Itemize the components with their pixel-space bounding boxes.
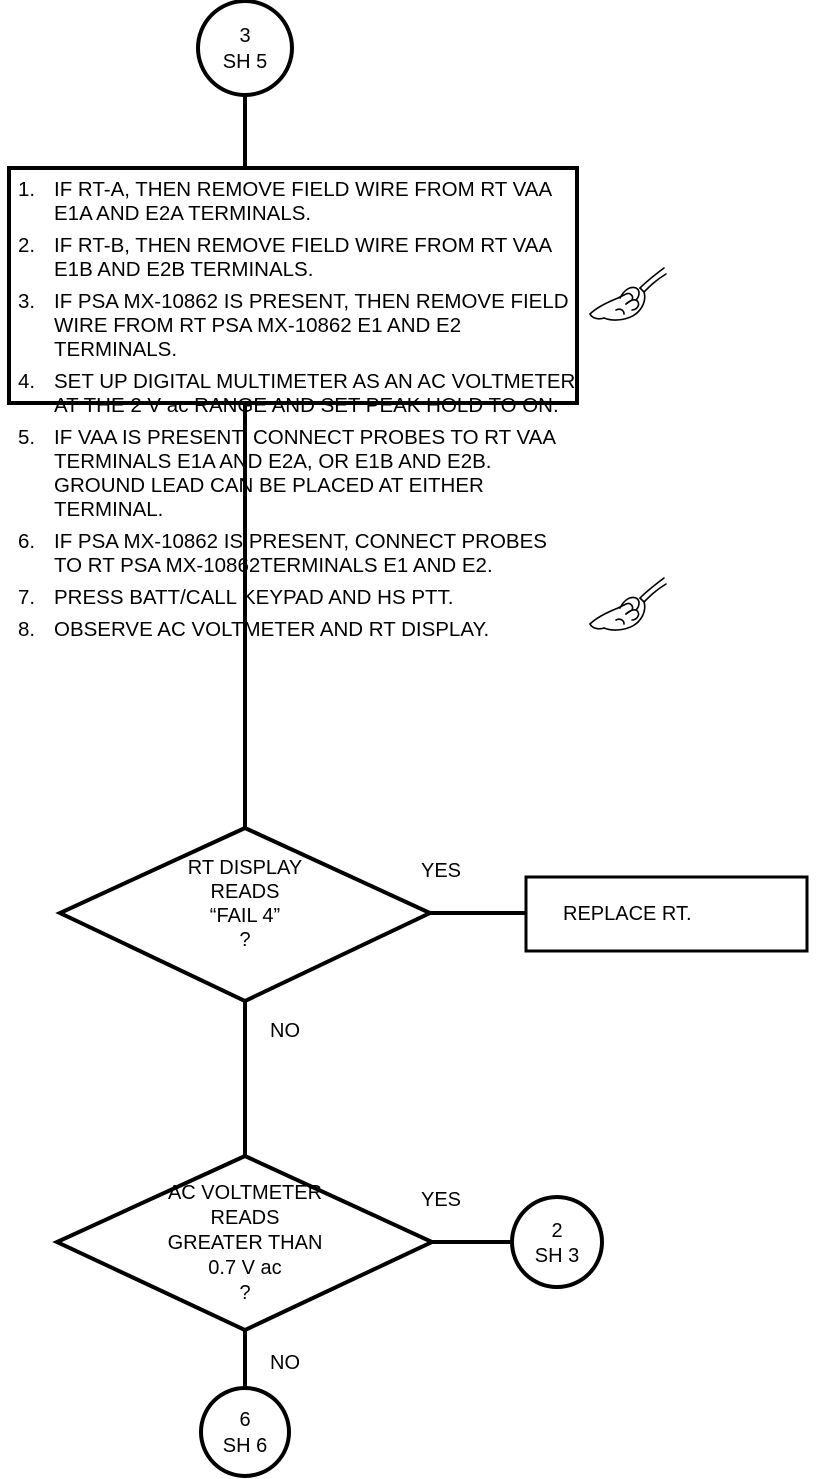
procedure-step: 7. PRESS BATT/CALL KEYPAD AND HS PTT. [18,586,578,610]
decision2-line-5: ? [239,1282,250,1304]
step-number: 1. [18,178,36,201]
decision2-line-1: AC VOLTMETER [168,1182,322,1204]
procedure-step: 5. IF VAA IS PRESENT, CONNECT PROBES TO R… [18,426,578,522]
step-text: IF PSA MX-10862 IS PRESENT, THEN REMOVE … [54,290,569,361]
decision2-no-label: NO [270,1352,300,1374]
procedure-step: 1. IF RT-A, THEN REMOVE FIELD WIRE FROM R… [18,178,578,226]
procedure-steps: 1. IF RT-A, THEN REMOVE FIELD WIRE FROM R… [18,178,578,650]
pointing-hand-icon [589,267,667,321]
step-number: 2. [18,234,36,257]
decision-fail4: RT DISPLAY READS “FAIL 4” ? [55,825,435,1004]
decision2-line-4: 0.7 V ac [208,1257,281,1279]
step-number: 3. [18,290,36,313]
step-text: SET UP DIGITAL MULTIMETER AS AN AC VOLTM… [54,370,576,417]
decision2-yes-label: YES [421,1189,461,1211]
action-replace-rt: REPLACE RT. [524,875,809,953]
action-replace-rt-label: REPLACE RT. [563,903,692,925]
connector-top-number: 3 [239,25,250,47]
step-text: IF VAA IS PRESENT, CONNECT PROBES TO RT … [54,426,555,521]
connector-right: 2 SH 3 [510,1195,604,1289]
connector-bottom-sheet: SH 6 [223,1435,267,1457]
step-text: PRESS BATT/CALL KEYPAD AND HS PTT. [54,586,454,609]
connector-bottom-number: 6 [239,1409,250,1431]
step-number: 7. [18,586,36,609]
decision2-line-3: GREATER THAN [168,1232,323,1254]
decision1-line-1: RT DISPLAY [188,857,303,879]
step-text: OBSERVE AC VOLTMETER AND RT DISPLAY. [54,618,490,641]
connector-right-number: 2 [551,1220,562,1242]
procedure-step: 6. IF PSA MX-10862 IS PRESENT, CONNECT PR… [18,530,578,578]
step-text: IF PSA MX-10862 IS PRESENT, CONNECT PROB… [54,530,547,577]
procedure-step: 3. IF PSA MX-10862 IS PRESENT, THEN REMOV… [18,290,578,362]
connector-bottom: 6 SH 6 [199,1386,291,1478]
step-number: 5. [18,426,36,449]
connector-top-sheet: SH 5 [223,51,267,73]
step-number: 4. [18,370,36,393]
decision2-line-2: READS [211,1207,280,1229]
procedure-step: 8. OBSERVE AC VOLTMETER AND RT DISPLAY. [18,618,578,642]
decision1-line-4: ? [239,929,250,951]
procedure-step: 2. IF RT-B, THEN REMOVE FIELD WIRE FROM R… [18,234,578,282]
decision1-no-label: NO [270,1020,300,1042]
step-number: 8. [18,618,36,641]
decision1-line-3: “FAIL 4” [210,905,280,927]
step-text: IF RT-B, THEN REMOVE FIELD WIRE FROM RT … [54,234,552,281]
pointing-hand-icon [589,577,667,631]
procedure-box [7,166,579,405]
procedure-step: 4. SET UP DIGITAL MULTIMETER AS AN AC VOL… [18,370,578,418]
step-number: 6. [18,530,36,553]
step-text: IF RT-A, THEN REMOVE FIELD WIRE FROM RT … [54,178,552,225]
decision-voltmeter: AC VOLTMETER READS GREATER THAN 0.7 V ac… [52,1153,437,1333]
decision1-line-2: READS [211,881,280,903]
decision1-yes-label: YES [421,860,461,882]
connector-right-sheet: SH 3 [535,1245,579,1267]
connector-top: 3 SH 5 [196,0,294,97]
